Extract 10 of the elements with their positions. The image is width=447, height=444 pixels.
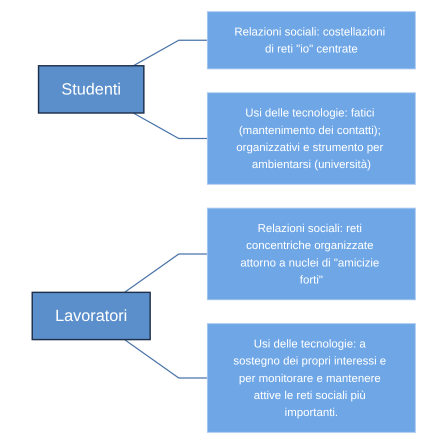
connector xyxy=(124,253,208,293)
node-box: Lavoratori xyxy=(31,292,151,340)
node-box: Usi delle tecnologie: a sostegno dei propri interessi e per monitorare e mantenere attive le reti sociali più importanti. xyxy=(206,323,416,433)
connector xyxy=(124,339,208,379)
node-box: Usi delle tecnologie: fatici (mantenimento dei contatti); organizzativi e strumento per ambientarsi (università) xyxy=(206,92,416,185)
connector xyxy=(132,112,208,140)
node-box: Relazioni sociali: costellazioni di reti "io" centrate xyxy=(206,11,416,70)
node-box: Studenti xyxy=(38,65,144,114)
connector xyxy=(132,40,208,66)
node-box: Relazioni sociali: reti concentriche organizzate attorno a nuclei di "amicizie forti" xyxy=(206,208,416,300)
